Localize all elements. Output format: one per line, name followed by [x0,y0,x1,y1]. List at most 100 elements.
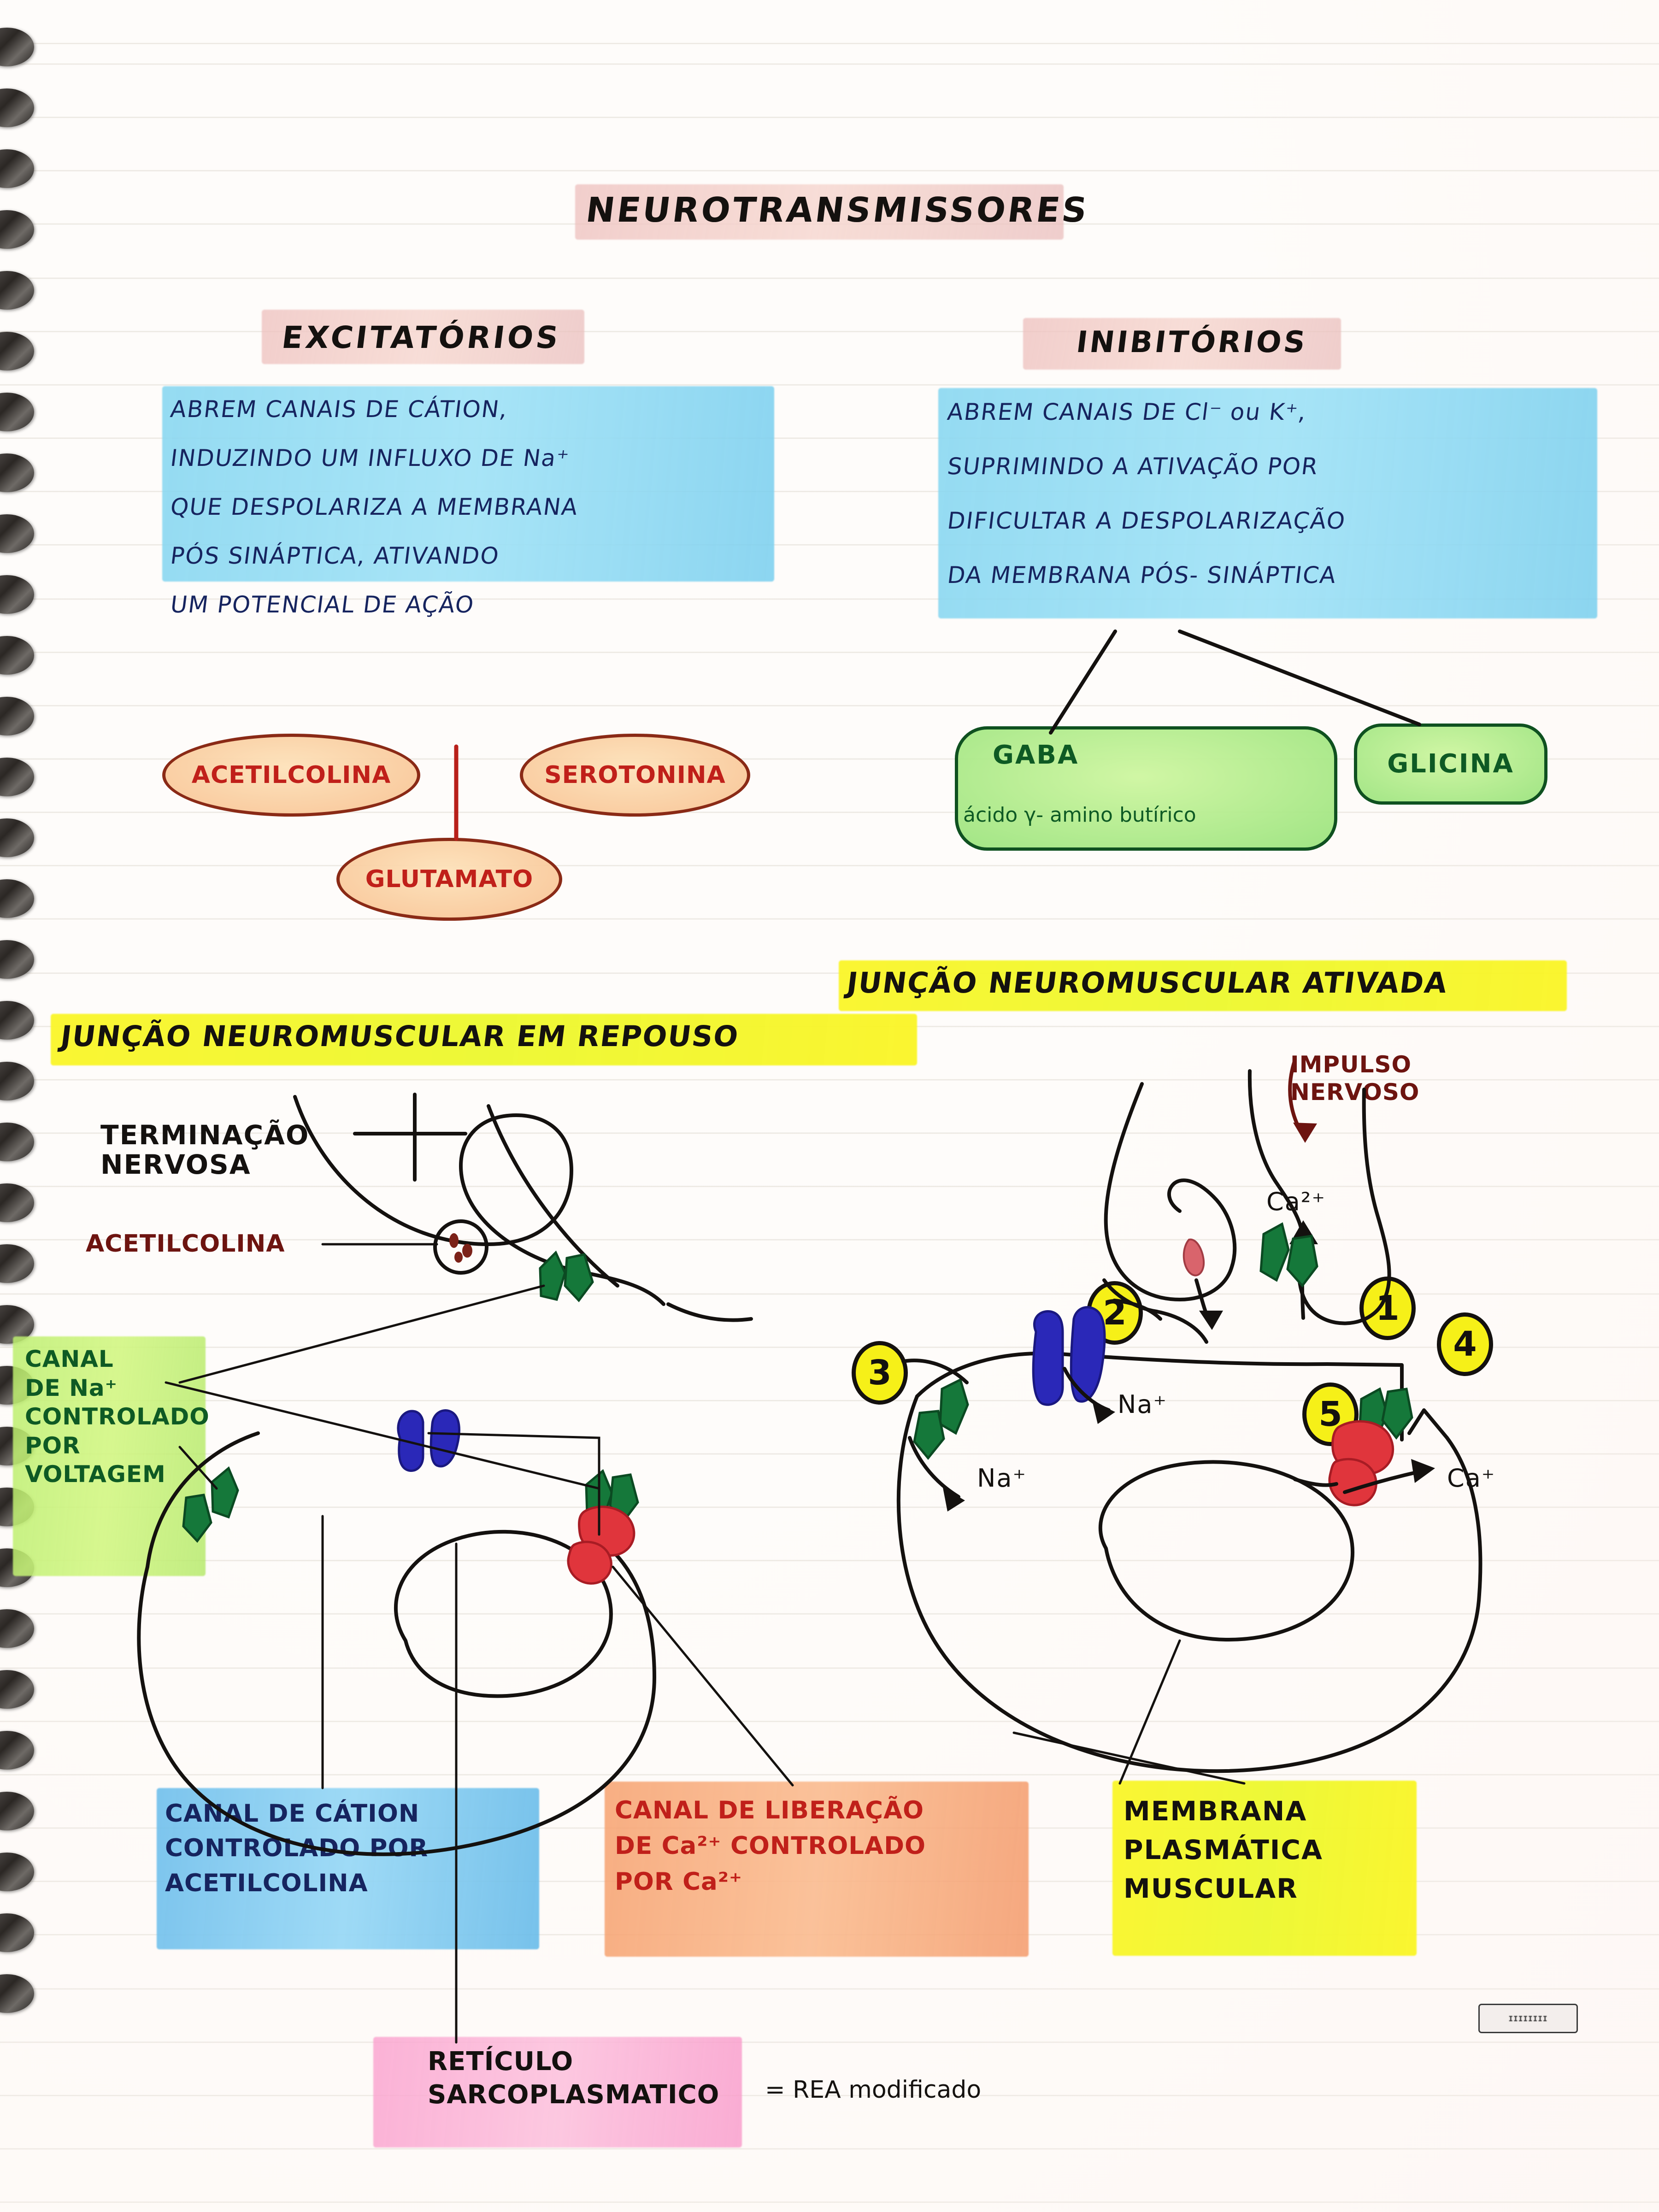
activated-muscle-membrane [896,1394,1481,1773]
channel-green-resting-membrane-right [585,1469,639,1523]
leader-membrane-label [1012,1731,1246,1785]
calcium-arrowhead [1289,1220,1318,1244]
reticulum-label: RETÍCULO SARCOPLASMATICO [428,2047,720,2110]
inhibitory-line-4: DA MEMBRANA PÓS- SINÁPTICA [946,562,1338,588]
excitatory-line-3: QUE DESPOLARIZA A MEMBRANA [169,494,580,520]
leader-blue-channel-resting [427,1432,600,1536]
resting-sr-loop [394,1530,613,1698]
activated-heading: JUNÇÃO NEUROMUSCULAR ATIVADA [845,966,1450,1000]
excitatory-heading-highlight [262,310,584,364]
vesicle-dot-1 [449,1233,459,1248]
vesicle-release-line [1194,1278,1212,1325]
muscle-membrane-label: MEMBRANA PLASMÁTICA MUSCULAR [1124,1795,1323,1905]
inhibitory-heading-highlight [1023,318,1341,370]
channel-red-resting [567,1506,635,1585]
cation-channel-label: CANAL DE CÁTION CONTROLADO POR ACETILCOL… [165,1800,429,1897]
excitatory-body-highlight [162,386,774,582]
bubble-gaba [955,726,1337,851]
na-influx-arrow [1063,1367,1111,1412]
vesicle-dot-3 [454,1252,463,1263]
channel-green-activated-step3 [913,1378,969,1460]
resting-membrane-right-top [597,1537,656,1679]
muscle-membrane-highlight [1112,1781,1417,1956]
na-step3-arrow [908,1436,960,1499]
na-influx-arrowhead [1092,1401,1115,1424]
print-watermark-text: IIIIIIII [1508,2014,1548,2023]
activated-axon-left [1104,1082,1233,1301]
step-3-number: 3 [868,1353,892,1393]
vesicle-release-arrowhead [1199,1311,1223,1330]
vesicle-circle [433,1219,488,1275]
resting-heading-highlight [51,1014,917,1065]
excitatory-line-4: PÓS SINÁPTICA, ATIVANDO [169,542,501,569]
step-circle-1: 1 [1359,1277,1416,1340]
bubble-acetilcolina: ACETILCOLINA [162,734,420,817]
step-5-number: 5 [1318,1394,1342,1434]
reticulum-highlight [373,2037,742,2147]
activated-axon-inner-left [1172,1178,1237,1270]
ca-efflux-arrowhead [1411,1459,1435,1483]
page-title: NEUROTRANSMISSORES [583,190,1091,230]
step-circle-3: 3 [852,1341,908,1405]
excitatory-heading: EXCITATÓRIOS [280,320,563,355]
leader-step5 [1293,1477,1338,1487]
activated-axon-notch [1167,1182,1182,1213]
inhibitory-heading: INIBITÓRIOS [1074,325,1310,359]
nerve-ending-label: TERMINAÇÃO NERVOSA [100,1119,310,1180]
nerve-impulse-arrowhead [1293,1123,1317,1143]
activated-heading-highlight [839,960,1567,1011]
nerve-impulse-label: IMPULSO NERVOSO [1290,1051,1420,1106]
na-channel-label: CANAL DE Na⁺ CONTROLADO POR VOLTAGEM [25,1346,210,1488]
calcium-release-label: CANAL DE LIBERAÇÃO DE Ca²⁺ CONTROLADO PO… [615,1796,926,1896]
activated-axon-right-inner [1297,1242,1321,1318]
inhibitory-line-1: ABREM CANAIS DE Cl⁻ ou K⁺, [946,399,1308,425]
excitatory-line-1: ABREM CANAIS DE CÁTION, [169,396,510,423]
leader-activated-to-cation [1118,1639,1181,1785]
na-step3-arrowhead [943,1488,965,1512]
print-watermark: IIIIIIII [1478,2004,1578,2033]
vesicle-dot-2 [462,1244,472,1258]
step-circle-2: 2 [1087,1281,1143,1345]
connector-gaba [1049,629,1117,735]
reticulum-note: = REA modificado [765,2076,982,2104]
resting-terminal-bottom [666,1302,753,1322]
resting-terminal-right [487,1104,619,1288]
bubble-glicina-label: GLICINA [1387,748,1514,779]
sodium-left-label: Na⁺ [977,1464,1027,1493]
sodium-center-label: Na⁺ [1118,1390,1167,1419]
inhibitory-line-3: DIFICULTAR A DESPOLARIZAÇÃO [946,507,1347,534]
title-highlight [575,184,1064,240]
spiral-binding [0,28,35,2055]
bubble-serotonina: SEROTONINA [520,734,750,817]
calcium-release-highlight [605,1782,1029,1957]
bubble-glutamato: GLUTAMATO [336,838,562,921]
bubble-glicina: GLICINA [1354,724,1547,805]
activated-membrane-surface [1058,1352,1329,1366]
resting-heading: JUNÇÃO NEUROMUSCULAR EM REPOUSO [59,1019,741,1053]
leader-red-channel-resting [612,1565,794,1787]
connector-glicina [1178,629,1421,726]
step-circle-5: 5 [1302,1382,1359,1446]
step-2-number: 2 [1103,1293,1127,1333]
calcium-out-label: Ca⁺ [1447,1464,1496,1493]
bubble-serotonina-label: SEROTONINA [544,761,726,789]
bubble-gaba-sublabel: ácido γ- amino butírico [963,803,1196,827]
leader-na-channel-1 [178,1284,545,1384]
ca-efflux-arrow [1343,1468,1429,1494]
channel-green-resting-axon [539,1250,594,1302]
channel-green-activated-terminal [1259,1222,1318,1288]
calcium-label: Ca²⁺ [1266,1187,1326,1216]
channel-green-activated-right [1358,1387,1413,1444]
activated-membrane-notch-right [1407,1408,1449,1440]
step-circle-4: 4 [1437,1312,1493,1376]
resting-axon-curve [459,1113,665,1306]
bubble-glutamato-label: GLUTAMATO [365,865,534,893]
vesicle-droplet-activated [1182,1238,1205,1277]
channel-blue-resting [397,1409,460,1472]
excitatory-line-5: UM POTENCIAL DE AÇÃO [169,591,476,618]
inhibitory-line-2: SUPRIMINDO A ATIVAÇÃO POR [946,453,1320,480]
bubble-gaba-label: GABA [993,740,1079,770]
bubble-acetilcolina-label: ACETILCOLINA [191,761,391,789]
activated-membrane-right [1445,1436,1483,1596]
